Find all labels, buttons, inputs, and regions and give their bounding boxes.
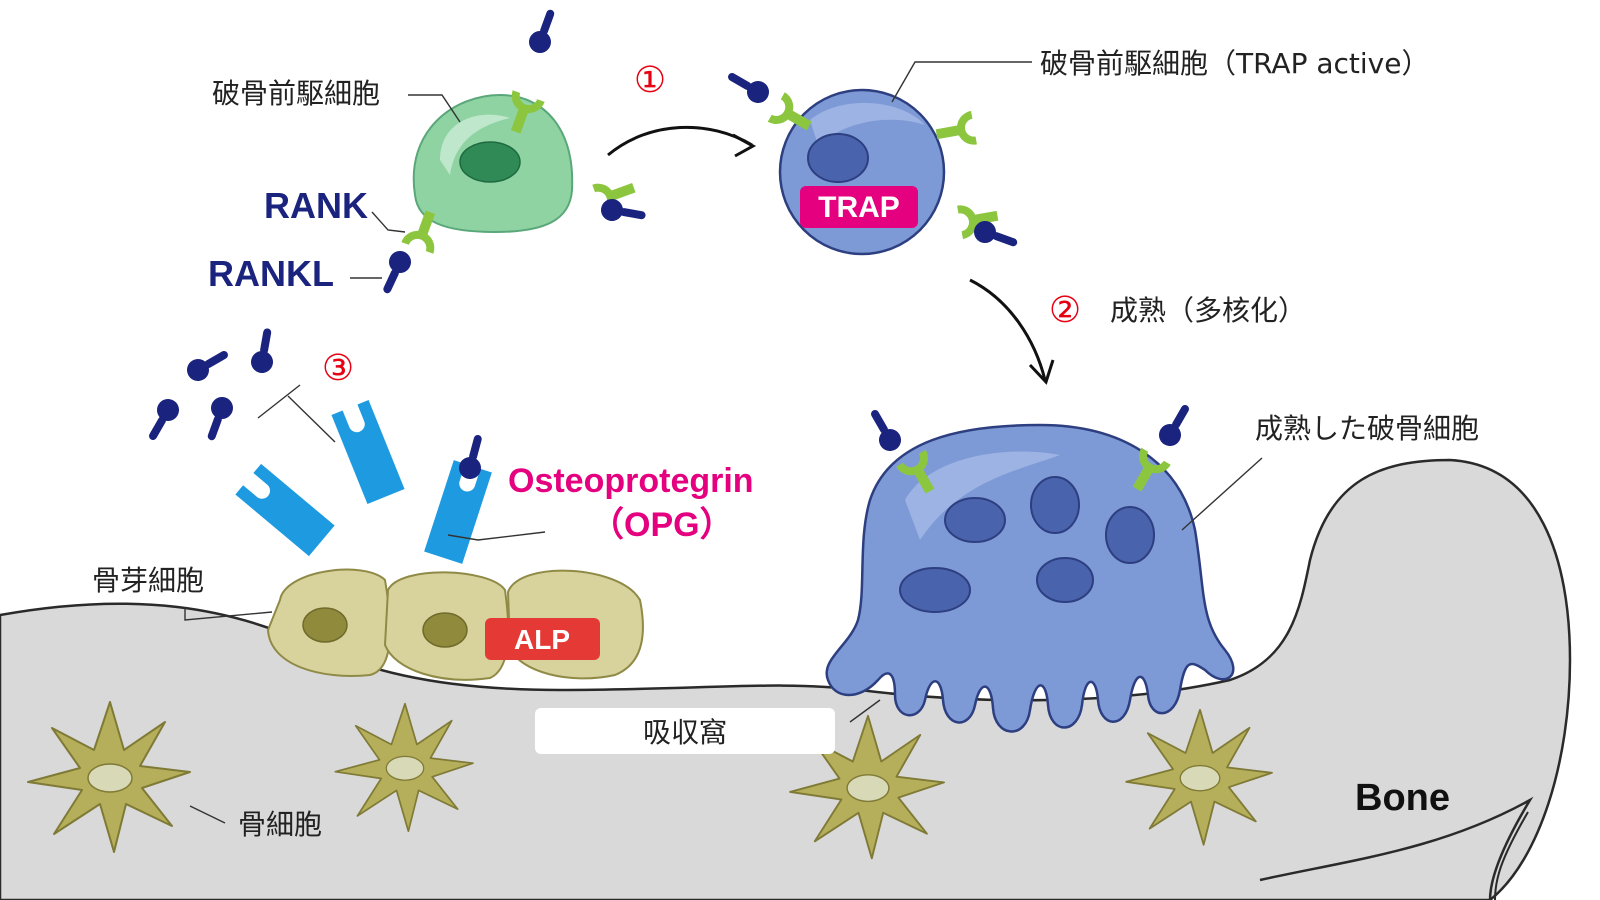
leader-rank xyxy=(371,211,406,233)
leader-opg xyxy=(447,531,546,541)
osteoclast-precursor xyxy=(375,6,648,298)
leader-precursor xyxy=(408,94,461,123)
step1-arrow xyxy=(607,125,757,158)
label-mature-osteoclast: 成熟した破骨細胞 xyxy=(1255,412,1479,445)
leader-step3 xyxy=(257,384,336,443)
resorption-pit-box: 吸収窩 xyxy=(535,708,835,754)
leader-osteocyte xyxy=(189,805,226,824)
label-rankl: RANKL xyxy=(208,253,334,294)
label-maturation: 成熟（多核化） xyxy=(1110,294,1306,327)
label-bone: Bone xyxy=(1355,777,1450,819)
opg-molecule xyxy=(235,463,335,557)
bone-matrix xyxy=(0,458,1572,900)
label-trap-precursor: 破骨前駆細胞（TRAP active） xyxy=(1040,47,1429,80)
label-precursor: 破骨前駆細胞 xyxy=(212,77,380,110)
mature-osteoclast xyxy=(825,400,1235,733)
leader-pit xyxy=(849,699,881,723)
alp-badge: ALP xyxy=(485,618,600,660)
leader-trap-precursor xyxy=(891,61,1032,103)
label-opg-abbr: （OPG） xyxy=(590,505,734,544)
label-osteocyte: 骨細胞 xyxy=(238,808,322,841)
leader-osteoblast xyxy=(184,607,273,621)
label-osteoblast: 骨芽細胞 xyxy=(92,564,204,597)
trap-badge xyxy=(800,186,918,228)
opg-molecule xyxy=(331,400,405,504)
trap-active-precursor: TRAP xyxy=(723,65,1021,256)
label-opg-name: Osteoprotegrin xyxy=(508,462,754,500)
step2-arrow xyxy=(969,278,1055,385)
leader-mature xyxy=(1181,457,1263,531)
label-resorption-pit: 吸収窩 xyxy=(643,716,727,749)
opg-molecule-bound xyxy=(424,432,492,564)
alp-label: ALP xyxy=(514,624,570,655)
step3-marker: ③ xyxy=(322,348,354,389)
step1-marker: ① xyxy=(634,60,666,101)
free-rankl-group xyxy=(141,326,279,445)
label-rank: RANK xyxy=(264,185,368,226)
trap-label: TRAP xyxy=(818,191,900,224)
step2-marker: ② xyxy=(1049,290,1081,331)
